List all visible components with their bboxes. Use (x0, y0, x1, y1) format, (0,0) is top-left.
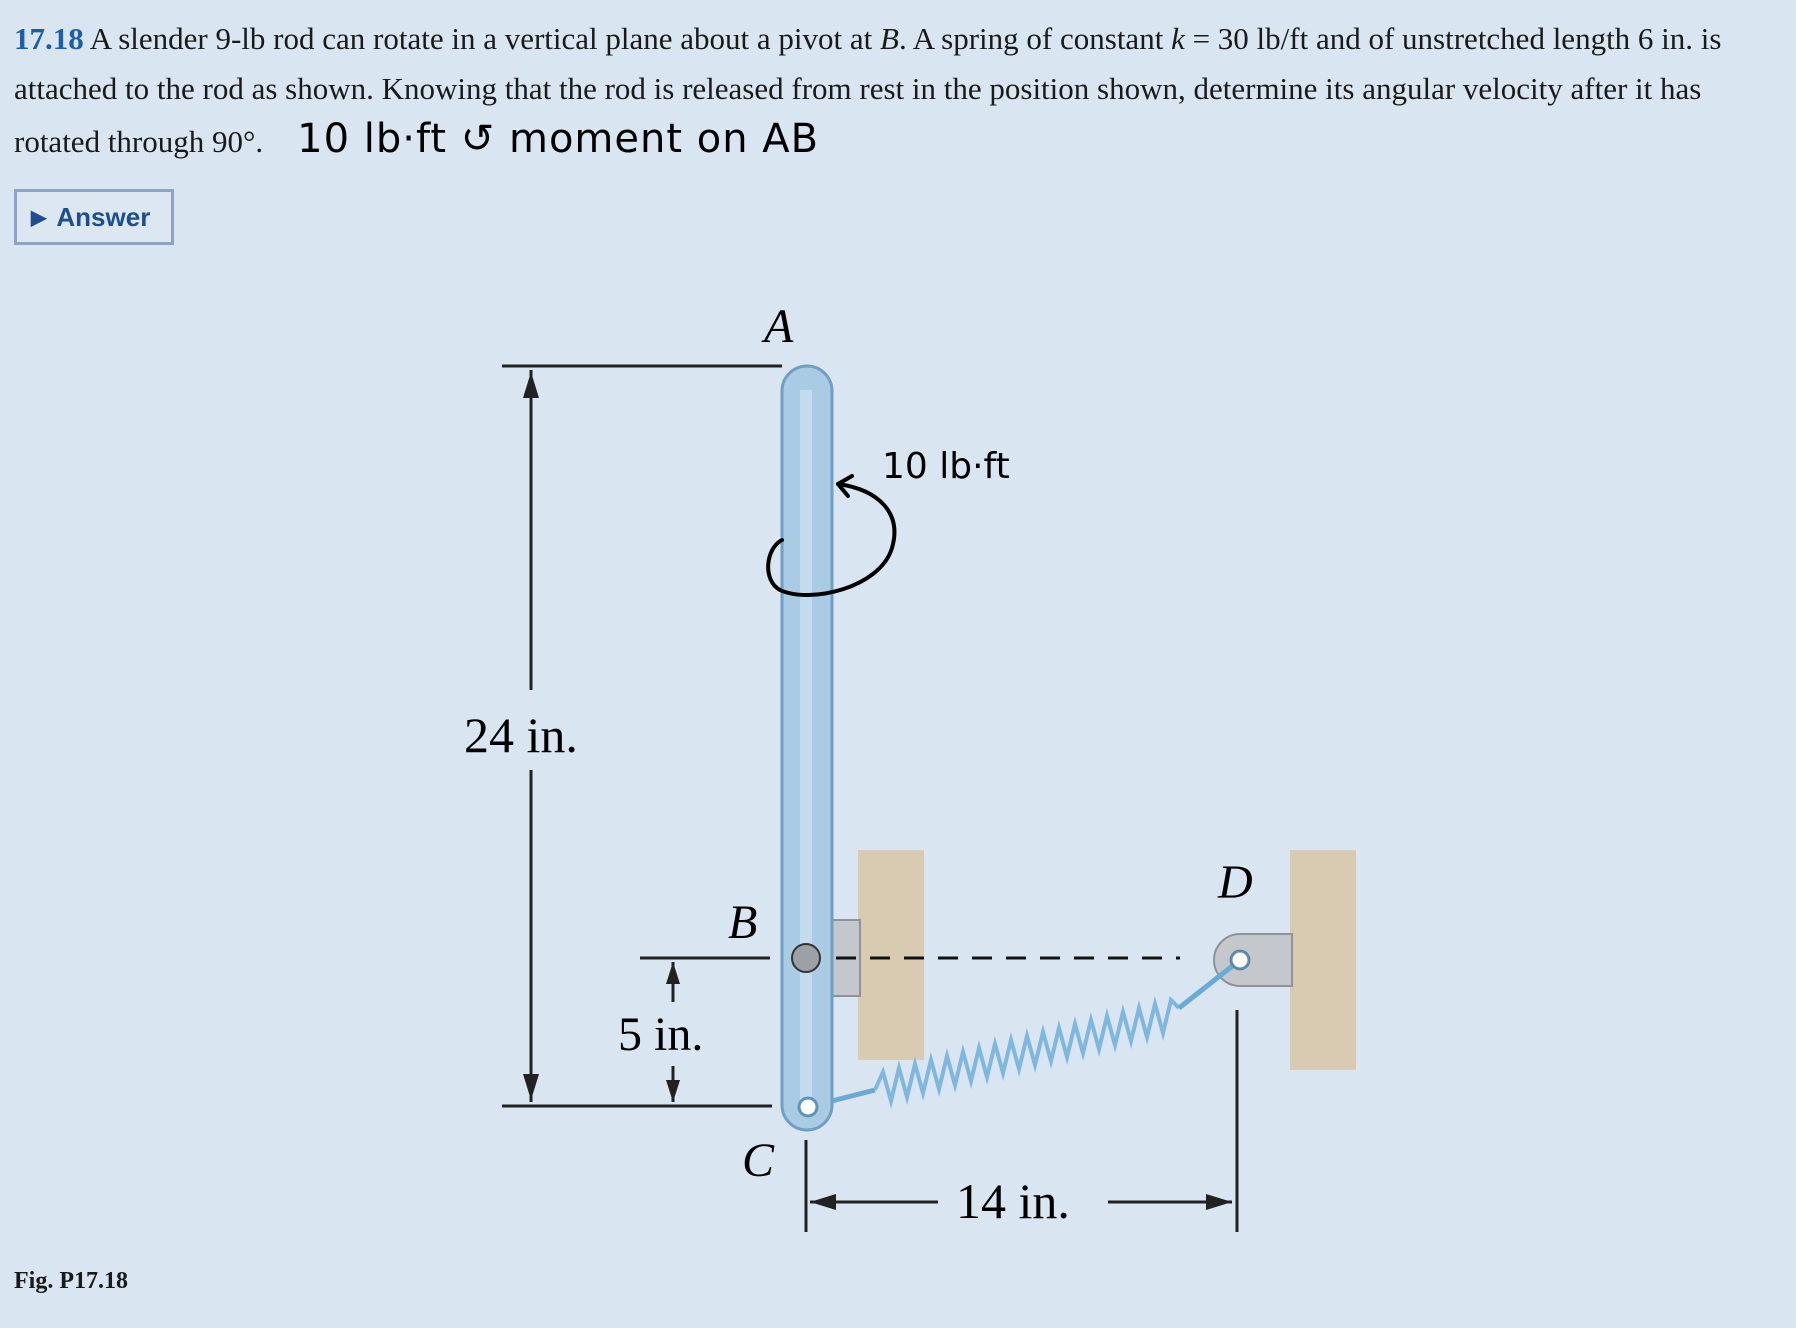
dim-24-arrow-down (523, 1074, 539, 1100)
answer-button[interactable]: ▶ Answer (14, 189, 174, 245)
left-support (858, 850, 924, 1060)
dim-14-arrow-left (810, 1194, 836, 1210)
spring-end-wall (1177, 958, 1242, 1010)
expand-triangle-icon: ▶ (31, 206, 47, 229)
k-symbol: k (1171, 21, 1185, 56)
spring-coil (873, 996, 1181, 1109)
pivot-label-inline: B (880, 21, 899, 56)
dim-24-label: 24 in. (464, 707, 578, 763)
right-support (1290, 850, 1356, 1070)
label-c: C (742, 1134, 775, 1187)
label-a: A (761, 300, 794, 353)
pin-c (797, 1096, 819, 1118)
figure-caption: Fig. P17.18 (14, 1268, 128, 1294)
rod-highlight (800, 390, 812, 1106)
answer-button-label: Answer (56, 201, 151, 232)
problem-text-3: = 30 lb/ft and of unstretched length 6 i… (14, 21, 1722, 159)
moment-arrow (766, 482, 897, 597)
problem-number: 17.18 (14, 21, 84, 56)
problem-text-1: A slender 9-lb rod can rotate in a verti… (83, 21, 881, 56)
d-bracket (1213, 933, 1293, 987)
dim-5-arrow-down (666, 1080, 680, 1102)
label-d: D (1217, 856, 1253, 909)
label-b: B (728, 896, 757, 949)
moment-arrowhead (836, 474, 854, 498)
handwritten-note: 10 lb·ft ↺ moment on AB (297, 116, 820, 162)
dim-5-arrow-up (666, 962, 680, 984)
dim-24-arrow-up (523, 372, 539, 398)
problem-text-2: . A spring of constant (898, 21, 1172, 56)
pivot-pin (791, 943, 821, 973)
dim-14-arrow-right (1206, 1194, 1232, 1210)
problem-statement: 17.18 A slender 9-lb rod can rotate in a… (14, 14, 1780, 167)
dim-5-label: 5 in. (618, 1008, 703, 1061)
handwritten-moment-label: 10 lb·ft (882, 446, 1010, 487)
dim-14-label: 14 in. (956, 1173, 1070, 1229)
pin-d (1229, 949, 1251, 971)
